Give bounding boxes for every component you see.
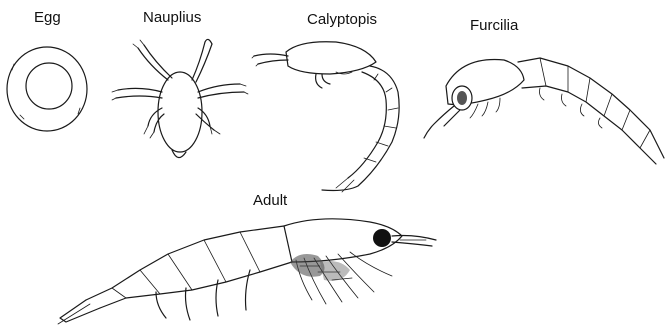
adult-krill-icon xyxy=(58,219,436,324)
calyptopis-larva-icon xyxy=(252,42,399,192)
egg-icon xyxy=(7,47,87,131)
nauplius-larva-icon xyxy=(112,39,248,157)
furcilia-larva-icon xyxy=(424,58,664,164)
